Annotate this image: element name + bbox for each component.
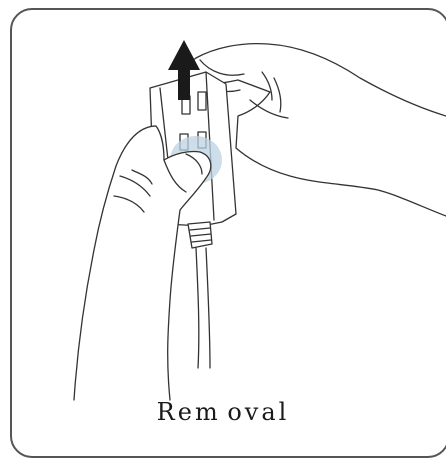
removal-illustration bbox=[0, 0, 446, 443]
figure-caption: Rem oval bbox=[0, 398, 446, 426]
left-hand bbox=[74, 126, 211, 400]
power-cord bbox=[196, 248, 199, 368]
